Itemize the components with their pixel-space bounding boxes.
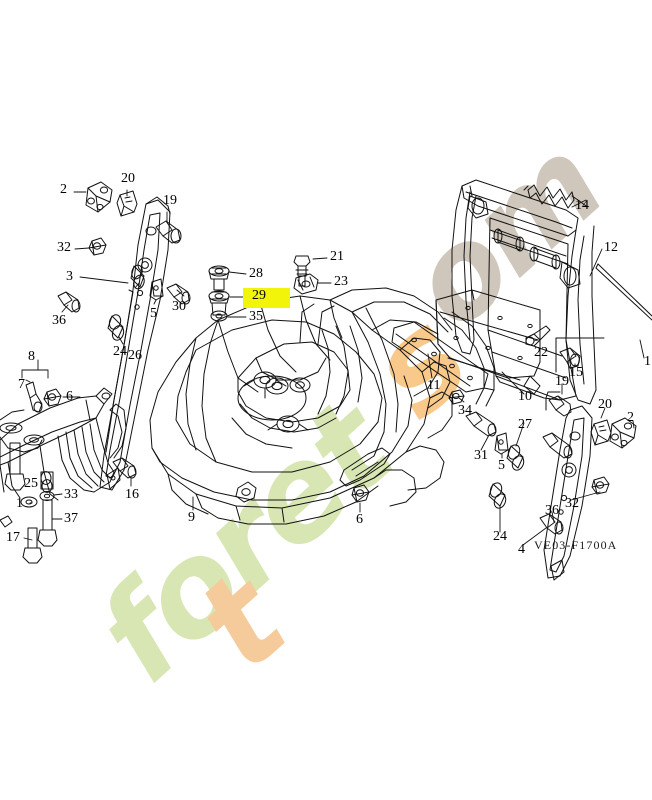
ref-label-19[interactable]: 19: [163, 193, 177, 208]
screw-part-28: [208, 265, 230, 291]
bolt-part-7: [25, 381, 43, 413]
deck-boss-top: [265, 377, 289, 395]
ref-label-6b[interactable]: 6: [356, 512, 363, 527]
ref-label-32b[interactable]: 32: [565, 496, 579, 511]
ref-label-35[interactable]: 35: [249, 309, 263, 324]
ref-label-15[interactable]: 15: [569, 365, 583, 380]
clip-part-23: [293, 273, 319, 295]
bushing-part-20: [116, 190, 138, 217]
bushing-part-20b: [590, 419, 612, 446]
ref-label-27[interactable]: 27: [518, 417, 532, 432]
sleeve-part-26: [130, 264, 145, 290]
bolt-part-19b: [542, 432, 573, 459]
deck-boss-4: [267, 415, 309, 433]
mower-deck-housing: [149, 287, 495, 525]
ref-label-36[interactable]: 36: [52, 313, 66, 328]
sleeve-part-24b: [488, 482, 507, 509]
ref-label-10[interactable]: 10: [518, 389, 532, 404]
deck-boss-5: [289, 377, 311, 393]
sleeve-part-24: [107, 314, 125, 341]
rivet-part-22: [525, 325, 551, 347]
ref-label-32[interactable]: 32: [57, 240, 71, 255]
highlight-box-part-29[interactable]: [243, 288, 290, 308]
ref-label-7[interactable]: 7: [18, 377, 25, 392]
bolt-part-19: [155, 220, 182, 244]
ref-label-30[interactable]: 30: [172, 299, 186, 314]
bracket-part-2b: [609, 417, 637, 449]
ref-label-12[interactable]: 12: [604, 240, 618, 255]
bolt-part-36: [57, 291, 81, 313]
mount-strip-part-11: [391, 321, 489, 393]
ref-label-26[interactable]: 26: [128, 348, 142, 363]
ref-label-28[interactable]: 28: [249, 266, 263, 281]
ref-label-37[interactable]: 37: [64, 511, 78, 526]
part-code-text: VE03-F1700A: [534, 538, 618, 552]
ref-label-31[interactable]: 31: [474, 448, 488, 463]
ref-label-11[interactable]: 11: [427, 378, 441, 393]
spring-part-14: [523, 184, 587, 209]
ref-label-4[interactable]: 4: [518, 542, 525, 557]
right-arm-bracket: [543, 405, 593, 581]
ref-label-5[interactable]: 5: [150, 306, 157, 321]
ref-label-1b[interactable]: 1: [644, 354, 651, 369]
bracket-part-2: [85, 181, 113, 213]
ref-label-8[interactable]: 8: [28, 349, 35, 364]
ref-label-16[interactable]: 16: [125, 487, 139, 502]
ref-label-22[interactable]: 22: [534, 345, 548, 360]
rod-part-12: [595, 263, 652, 321]
sleeve-part-27: [506, 444, 525, 471]
bolt-part-16: [112, 457, 137, 479]
shield-plate-part-10: [435, 289, 541, 395]
clip-part-5: [149, 278, 164, 301]
bolt-part-top-right: [545, 391, 572, 417]
bolt-part-15: [555, 337, 605, 373]
bolt-part-30: [166, 283, 191, 305]
ref-label-17[interactable]: 17: [6, 530, 20, 545]
washer-part-1: [20, 496, 38, 508]
washer-part-33: [39, 490, 55, 502]
bolt-part-17: [0, 515, 43, 564]
ref-label-21[interactable]: 21: [330, 249, 344, 264]
ref-label-14[interactable]: 14: [575, 198, 589, 213]
ref-label-24b[interactable]: 24: [493, 529, 507, 544]
nut-part-32b: [591, 476, 610, 495]
bolt-left-upper: [4, 442, 26, 491]
left-arm-bracket: [99, 196, 171, 491]
ref-label-2b[interactable]: 2: [627, 410, 634, 425]
leader-lines: [21, 189, 645, 546]
washer-part-35: [210, 310, 228, 322]
ref-label-24[interactable]: 24: [113, 344, 127, 359]
ref-label-20[interactable]: 20: [121, 171, 135, 186]
nut-part-32: [88, 237, 107, 256]
bolt-part-31: [465, 411, 497, 437]
ref-label-20b[interactable]: 20: [598, 397, 612, 412]
ref-label-34[interactable]: 34: [458, 403, 472, 418]
sleeve-part-25: [40, 471, 54, 493]
ref-label-1[interactable]: 1: [16, 496, 23, 511]
ref-label-19b[interactable]: 19: [555, 374, 569, 389]
grass-bag-frame: [451, 179, 597, 405]
clip-part-5b: [494, 432, 509, 455]
ref-label-33[interactable]: 33: [64, 487, 78, 502]
ref-label-9[interactable]: 9: [188, 510, 195, 525]
bolt-part-37: [37, 499, 58, 547]
ref-label-25[interactable]: 25: [24, 476, 38, 491]
ref-label-29[interactable]: 29: [252, 288, 266, 303]
ref-label-23[interactable]: 23: [334, 274, 348, 289]
part-29-grommet: [208, 290, 230, 316]
deck-boss-1: [243, 371, 287, 399]
nut-part-6: [43, 388, 62, 407]
ref-label-3[interactable]: 3: [66, 269, 73, 284]
ref-label-6[interactable]: 6: [66, 389, 73, 404]
nut-part-34: [448, 389, 465, 405]
ref-label-2[interactable]: 2: [60, 182, 67, 197]
ref-label-36b[interactable]: 36: [545, 503, 559, 518]
ref-label-5b[interactable]: 5: [498, 458, 505, 473]
bolt-part-36b: [539, 513, 564, 535]
